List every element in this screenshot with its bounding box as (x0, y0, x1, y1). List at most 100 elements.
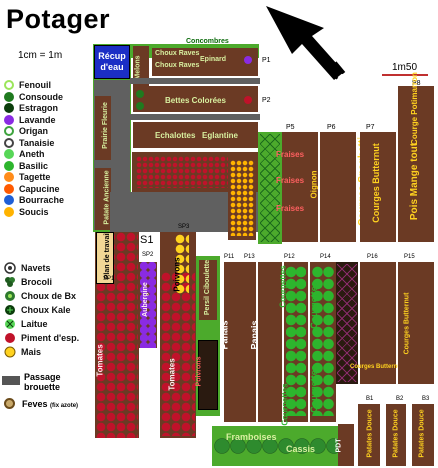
legend-item: Aneth (4, 149, 45, 159)
laitue-icon (4, 318, 16, 330)
consoude-icon-2 (136, 102, 144, 110)
tagette-icon (4, 172, 14, 182)
epinard-label: Epinard (200, 56, 227, 63)
b2-label: B2 (396, 396, 404, 402)
passage-label: Passage brouette (24, 372, 61, 392)
bed-p2 (133, 86, 258, 112)
patates-douce-2: Patates Douce (392, 409, 400, 458)
p6-label: P6 (327, 124, 336, 131)
b1-label: B1 (366, 396, 374, 402)
bed-panais-2 (258, 262, 282, 422)
tomates-2-plants (161, 272, 195, 436)
aneth-icon (4, 149, 14, 159)
s1-label: S1 (140, 234, 154, 246)
legend-label: Tanaisie (19, 137, 55, 148)
bed-p6 (320, 132, 356, 242)
choux-bx-icon (4, 290, 16, 302)
bed-poivrons-2 (198, 340, 218, 410)
legend2-item: Navets (4, 262, 51, 274)
courgettes-3-label: Courgettes (280, 383, 290, 426)
p2-label: P2 (262, 97, 271, 104)
legend-item: Consoude (4, 91, 63, 102)
capucine-icon (4, 183, 14, 194)
courgettes-1-label: Courgettes (278, 265, 288, 308)
courge-potimarron-label: Courge Potimarron (409, 72, 419, 145)
b3-label: B3 (422, 396, 430, 402)
legend-item: Bourrache (4, 195, 64, 205)
sp3-label: SP3 (178, 224, 190, 230)
panais-2-label: Panais (249, 320, 260, 350)
framboises-label: Framboises (226, 432, 277, 442)
fenouil-icon (4, 80, 14, 90)
eglantine-label: Eglantine (202, 131, 239, 140)
bed-b3 (412, 404, 434, 466)
p13-label: P13 (244, 254, 255, 260)
legend2-label: Navets (21, 263, 51, 273)
courgettes-4-label: Courgettes (308, 365, 319, 413)
sp2-label: SP2 (142, 252, 154, 258)
bed-p15 (398, 262, 434, 384)
plan-travail-box (96, 232, 114, 284)
persil-label: Persil Ciboulette (204, 259, 212, 316)
path-mid (130, 114, 260, 120)
oignon-label: Oignon (309, 170, 319, 199)
patates-douce-3: Patates Douce (418, 409, 426, 458)
origan-icon (4, 126, 14, 136)
legend-label: Estragon (19, 103, 59, 113)
framboises-plants (214, 430, 338, 462)
p1-label: P1 (262, 57, 271, 64)
path-top (130, 78, 260, 84)
trellis-p4 (260, 134, 280, 242)
mais-courges-label: Courges Butternut (403, 292, 411, 355)
legend2-item: Piment d'esp. (4, 332, 79, 344)
feves-label-text: Feves (22, 399, 48, 409)
legend2-item: Laitue (4, 318, 48, 330)
legend-item: Soucis (4, 206, 49, 217)
p11-label: P11 (224, 254, 235, 260)
fraises-1: Fraises (276, 150, 305, 159)
piment-icon (244, 96, 252, 104)
p5-label: P5 (286, 124, 295, 131)
legend2-label: Choux de Bx (21, 291, 77, 301)
p7-label: P7 (366, 124, 375, 131)
legend-item: Tanaisie (4, 137, 55, 148)
legend2-label: Piment d'esp. (21, 333, 80, 343)
melons-label: Melons (134, 55, 142, 80)
legend2-label: Mais (21, 347, 42, 357)
legend-label: Basilic (19, 160, 49, 171)
legend-label: Capucine (19, 183, 60, 194)
legend-label: Origan (19, 126, 49, 136)
feves-note: (fix azote) (50, 403, 79, 409)
brocoli-icon (4, 276, 16, 288)
tomates-2-label: Tomates (167, 358, 177, 391)
recup-line2: d'eau (100, 62, 124, 72)
courgettes-2-label: Courgettes (308, 281, 319, 329)
legend-label: Soucis (19, 206, 49, 217)
mais-icon (4, 346, 16, 358)
patates-douce-1: Patates Douce (366, 409, 374, 458)
legend-item: Estragon (4, 103, 58, 113)
bed-p1 (152, 48, 258, 76)
bed-persil (199, 260, 217, 320)
legend2-label: Choux Kale (21, 305, 71, 315)
echalottes-label: Echalottes (155, 131, 196, 140)
bed-butternut (360, 262, 396, 384)
piment-icon (4, 332, 16, 344)
basilic-icon (4, 160, 14, 171)
concombres-label: Concombres (186, 38, 229, 45)
soucis-icon (4, 206, 14, 217)
butternut-label: Courges Butternut (350, 364, 403, 370)
legend-item: Origan (4, 126, 48, 136)
poivrons-2-label: Poivrons (195, 356, 203, 387)
bed-prairie (95, 96, 111, 160)
courgettes-1-plants (286, 266, 306, 416)
bed-panais-1 (224, 262, 256, 422)
feves-icon (4, 398, 15, 409)
legend-label: Consoude (19, 91, 63, 102)
fraises-2: Fraises (276, 176, 305, 185)
estragon-icon (4, 103, 14, 113)
scale-label: 1cm = 1m (18, 50, 63, 61)
poivrons-1-label: Poivrons (172, 257, 182, 292)
passage-label-line2: brouette (24, 382, 60, 392)
lavande-icon (244, 56, 252, 64)
